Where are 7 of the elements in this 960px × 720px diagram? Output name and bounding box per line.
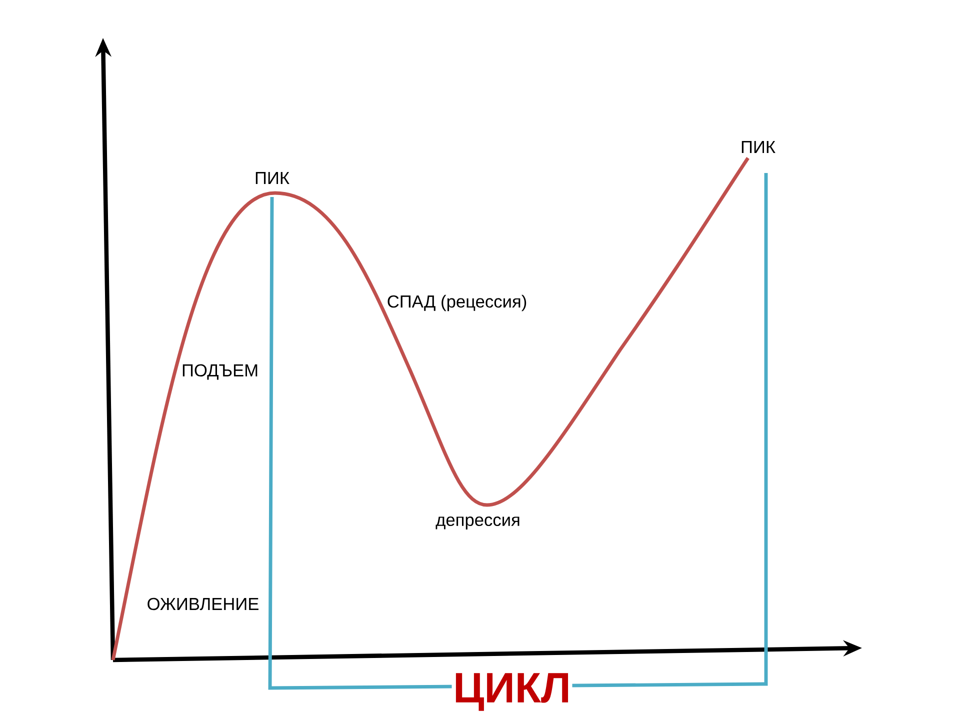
phase-label: депрессия <box>436 516 520 530</box>
phase-label: ПОДЪЕМ <box>182 364 258 380</box>
phase-label: ОЖИВЛЕНИЕ <box>148 598 258 610</box>
phase-label: СПАД (рецессия) <box>388 294 526 312</box>
peak-label: ПИК <box>256 172 290 184</box>
peak-label: ПИК <box>742 141 776 153</box>
cycle-label: ЦИКЛ <box>452 672 572 712</box>
